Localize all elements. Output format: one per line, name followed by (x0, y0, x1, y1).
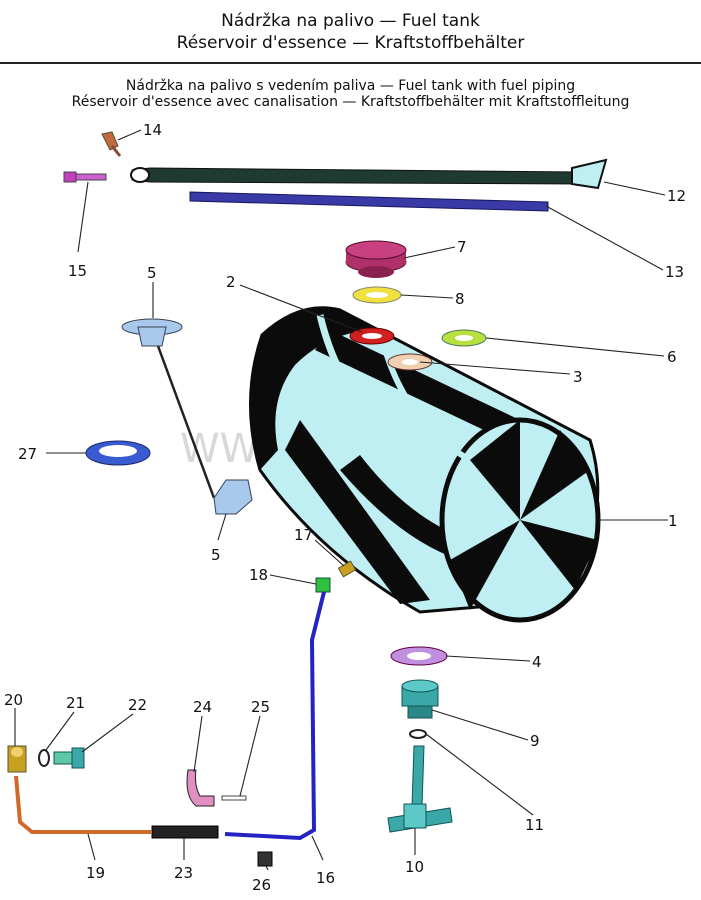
part-16-fuel-pipe (224, 591, 326, 841)
part-14-bolt (101, 131, 122, 157)
callout-24: 24 (193, 698, 212, 716)
part-2-hole (362, 333, 382, 339)
leader-12 (603, 181, 666, 196)
callout-11: 11 (525, 816, 544, 834)
callout-12: 12 (667, 187, 686, 205)
leader-6 (485, 337, 665, 357)
part-23-rubber-hose (151, 825, 219, 839)
header-divider (0, 62, 701, 64)
part-27-hole (99, 445, 137, 457)
callout-3: 3 (573, 368, 583, 386)
callout-26: 26 (252, 876, 271, 894)
part-12-tank-strap (130, 158, 608, 190)
callout-23: 23 (174, 864, 193, 882)
callout-5-float: 5 (211, 546, 221, 564)
header-title-line1: Nádržka na palivo — Fuel tank (221, 11, 480, 31)
part-25-clamp-screw (221, 795, 247, 801)
part-10-fuel-tap (387, 745, 453, 833)
callout-19: 19 (86, 864, 105, 882)
callout-18: 18 (249, 566, 268, 584)
part-5-fuel-gauge-sender (121, 318, 253, 515)
subtitle-line1: Nádržka na palivo s vedením paliva — Fue… (125, 78, 576, 94)
part-21-sealing-washer (38, 749, 50, 767)
leader-4 (445, 655, 531, 662)
part-3-hole (402, 359, 418, 365)
callout-6: 6 (667, 348, 677, 366)
part-1-fuel-tank (249, 306, 601, 623)
part-6-hole (455, 335, 473, 341)
leader-18 (269, 574, 317, 585)
callout-4: 4 (532, 653, 542, 671)
leader-17 (314, 539, 345, 567)
leader-5b (217, 513, 227, 541)
callout-16: 16 (316, 869, 335, 887)
part-9-drain-fitting (401, 679, 439, 719)
part-4-hole (407, 652, 431, 660)
part-20-banjo-fitting (7, 745, 27, 773)
leader-26 (265, 865, 269, 871)
part-13-strap-pad (189, 191, 549, 212)
callout-27: 27 (18, 445, 37, 463)
leader-19 (87, 833, 96, 861)
leader-7 (403, 246, 456, 259)
part-15-screw (63, 171, 107, 183)
part-8-hole (366, 292, 388, 298)
header-title-line2: Réservoir d'essence — Kraftstoffbehälter (176, 33, 525, 53)
leader-9 (431, 709, 529, 741)
part-17-union-nut (337, 560, 357, 578)
callout-7: 7 (457, 238, 467, 256)
leader-16 (311, 835, 324, 861)
subtitle-line2: Réservoir d'essence avec canalisation — … (71, 94, 630, 110)
leader-21 (45, 711, 75, 751)
leader-22 (81, 713, 134, 753)
part-18-fitting (315, 577, 331, 593)
callout-1: 1 (668, 512, 678, 530)
leader-24 (193, 715, 203, 773)
callout-8: 8 (455, 290, 465, 308)
part-26-nut (257, 851, 273, 867)
part-19-fuel-pipe (14, 775, 152, 834)
leader-2 (239, 284, 363, 333)
callout-9: 9 (530, 732, 540, 750)
callout-2: 2 (226, 273, 236, 291)
callout-25: 25 (251, 698, 270, 716)
callout-21: 21 (66, 694, 85, 712)
callout-15: 15 (68, 262, 87, 280)
callout-22: 22 (128, 696, 147, 714)
leader-25 (239, 715, 261, 797)
callout-17: 17 (294, 526, 313, 544)
leader-3 (419, 361, 571, 375)
part-11-small-washer (409, 729, 427, 739)
callout-13: 13 (665, 263, 684, 281)
callout-10: 10 (405, 858, 424, 876)
callout-20: 20 (4, 691, 23, 709)
part-24-hose-clamp (186, 769, 215, 807)
callout-5-sender: 5 (147, 264, 157, 282)
leader-11 (425, 733, 534, 816)
part-22-banjo-bolt (53, 747, 85, 769)
leader-15 (77, 181, 89, 253)
leader-8 (400, 294, 454, 299)
part-7-filler-cap (345, 240, 407, 278)
leader-14 (117, 129, 142, 141)
callout-14: 14 (143, 121, 162, 139)
leader-13 (545, 205, 664, 271)
